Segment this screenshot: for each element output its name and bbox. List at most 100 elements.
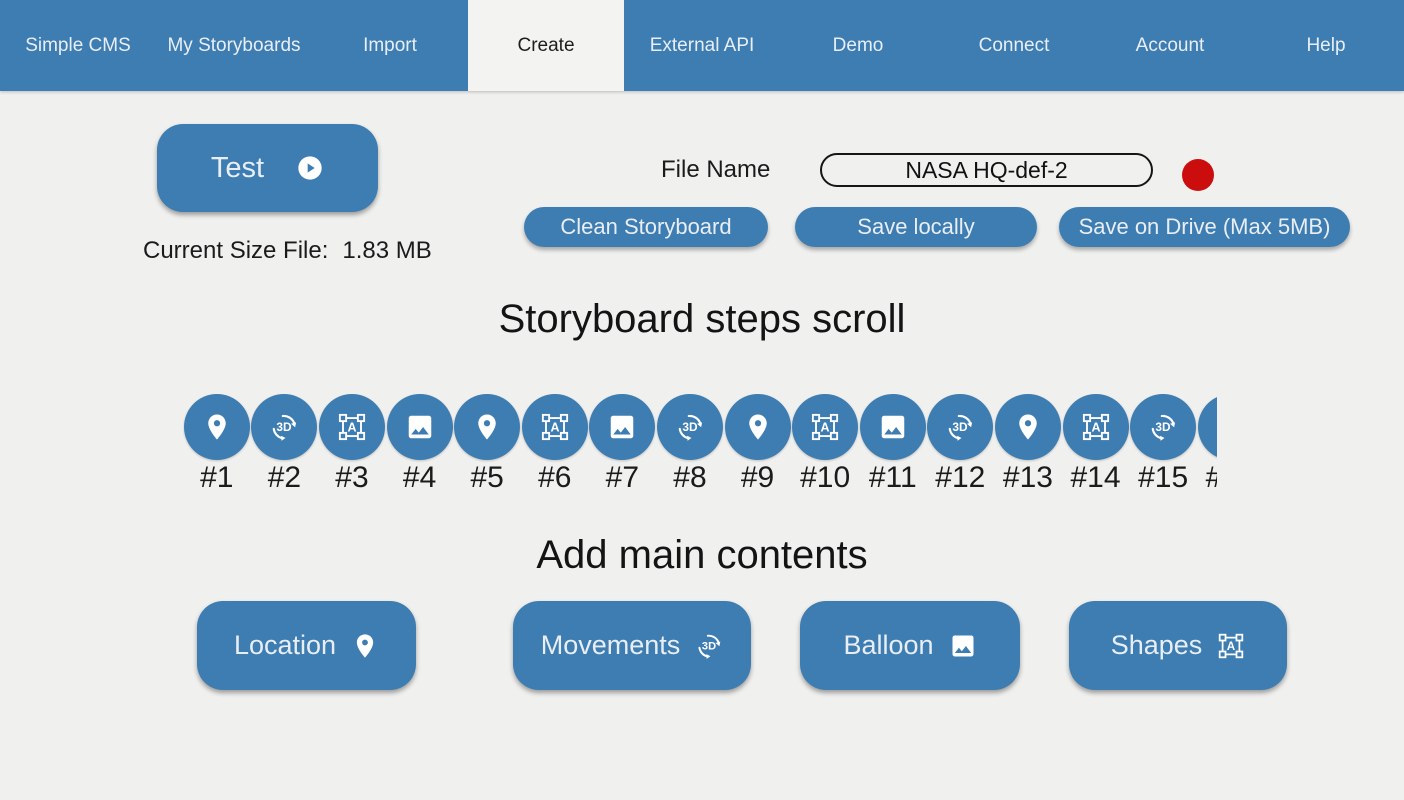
button-label: Shapes xyxy=(1110,630,1203,660)
file-size-label: Current Size File: xyxy=(143,237,329,264)
step-circle[interactable]: 3D xyxy=(656,394,723,460)
storyboard-step: A #14 xyxy=(1062,394,1130,502)
3d-rotation-icon: 3D xyxy=(945,412,975,442)
contents-section-title: Add main contents xyxy=(536,533,868,577)
nav-item-demo[interactable]: Demo xyxy=(832,34,884,56)
step-circle[interactable] xyxy=(1197,394,1217,460)
format-shapes-icon: A xyxy=(337,412,367,442)
storyboard-step: 3D #15 xyxy=(1129,394,1197,502)
step-circle[interactable] xyxy=(183,394,250,460)
save-locally-button[interactable]: Save locally xyxy=(795,207,1037,247)
step-label: #11 xyxy=(868,461,917,494)
nav-item-account[interactable]: Account xyxy=(1135,34,1205,56)
storyboard-step: #1 xyxy=(183,394,251,502)
step-label: #13 xyxy=(1002,461,1053,494)
image-icon xyxy=(878,412,908,442)
step-label: #8 xyxy=(673,461,707,494)
step-label: #7 xyxy=(605,461,640,494)
clean-storyboard-button[interactable]: Clean Storyboard xyxy=(524,207,768,247)
step-circle[interactable]: 3D xyxy=(927,394,994,460)
svg-text:A: A xyxy=(1227,640,1236,653)
3d-rotation-icon: 3D xyxy=(1148,412,1178,442)
nav-item-import[interactable]: Import xyxy=(363,34,417,56)
button-label: Balloon xyxy=(843,630,934,660)
svg-text:A: A xyxy=(1091,421,1100,435)
nav-item-simple-cms[interactable]: Simple CMS xyxy=(25,34,131,56)
location-pin-icon xyxy=(1013,412,1043,442)
button-label: Movements xyxy=(540,630,681,660)
file-size-value: 1.83 MB xyxy=(342,237,432,264)
add-shapes-button[interactable]: Shapes A xyxy=(1069,601,1287,690)
svg-text:3D: 3D xyxy=(953,420,969,434)
svg-text:3D: 3D xyxy=(682,420,698,434)
storyboard-step: A #6 xyxy=(521,394,589,502)
add-balloon-button[interactable]: Balloon xyxy=(800,601,1020,690)
step-circle[interactable] xyxy=(454,394,521,460)
step-label: #2 xyxy=(267,461,302,494)
step-circle[interactable] xyxy=(859,394,926,460)
svg-text:A: A xyxy=(347,421,356,435)
svg-text:A: A xyxy=(550,421,559,435)
step-circle[interactable]: A xyxy=(1062,394,1129,460)
location-pin-icon xyxy=(351,632,379,660)
nav-item-help[interactable]: Help xyxy=(1306,34,1346,56)
steps-section-title: Storyboard steps scroll xyxy=(498,297,906,341)
step-circle[interactable] xyxy=(589,394,656,460)
image-icon xyxy=(405,412,435,442)
storyboard-step: #4 xyxy=(386,394,454,502)
test-button-label: Test xyxy=(210,151,265,184)
add-movements-button[interactable]: Movements 3D xyxy=(513,601,751,690)
step-label: #4 xyxy=(402,461,437,494)
test-button[interactable]: Test xyxy=(157,124,378,212)
play-circle-icon xyxy=(296,154,324,182)
storyboard-steps-scroll[interactable]: #1 3D #2 A #3 #4 xyxy=(183,394,1217,502)
storyboard-step: 3D #8 xyxy=(656,394,724,502)
image-icon xyxy=(607,412,637,442)
3d-rotation-icon: 3D xyxy=(269,412,299,442)
nav-item-my-storyboards[interactable]: My Storyboards xyxy=(167,34,301,56)
location-pin-icon xyxy=(1216,412,1217,442)
storyboard-step: #9 xyxy=(724,394,792,502)
step-label: #1 xyxy=(200,461,234,494)
step-label: #12 xyxy=(935,461,986,494)
file-name-input[interactable] xyxy=(820,153,1153,187)
record-status-dot xyxy=(1182,159,1214,191)
file-name-label: File Name xyxy=(661,156,771,183)
svg-text:3D: 3D xyxy=(1156,420,1172,434)
nav-item-connect[interactable]: Connect xyxy=(978,34,1050,56)
svg-text:A: A xyxy=(821,421,830,435)
save-on-drive-max-5mb-button[interactable]: Save on Drive (Max 5MB) xyxy=(1059,207,1350,247)
step-label: #16 xyxy=(1206,461,1217,495)
3d-rotation-icon: 3D xyxy=(695,632,723,660)
step-circle[interactable] xyxy=(724,394,791,460)
button-label: Location xyxy=(233,630,337,660)
step-circle[interactable] xyxy=(386,394,453,460)
nav-item-external-api[interactable]: External API xyxy=(649,34,755,56)
step-label: #15 xyxy=(1138,461,1189,494)
add-location-button[interactable]: Location xyxy=(197,601,416,690)
location-pin-icon xyxy=(202,412,232,442)
step-label: #10 xyxy=(800,461,851,494)
3d-rotation-icon: 3D xyxy=(675,412,705,442)
storyboard-step: #16 xyxy=(1197,394,1217,502)
step-circle[interactable]: 3D xyxy=(251,394,318,460)
location-pin-icon xyxy=(743,412,773,442)
storyboard-step: A #10 xyxy=(791,394,859,502)
step-circle[interactable]: 3D xyxy=(1130,394,1197,460)
format-shapes-icon: A xyxy=(540,412,570,442)
step-circle[interactable]: A xyxy=(792,394,859,460)
top-nav: Simple CMS My Storyboards Import Create … xyxy=(0,0,1404,91)
format-shapes-icon: A xyxy=(810,412,840,442)
image-icon xyxy=(949,632,977,660)
step-circle[interactable]: A xyxy=(318,394,385,460)
current-file-size: Current Size File: 1.83 MB xyxy=(143,237,432,265)
storyboard-step: 3D #12 xyxy=(927,394,995,502)
nav-item-create[interactable]: Create xyxy=(468,0,624,91)
step-label: #6 xyxy=(538,461,572,494)
format-shapes-icon: A xyxy=(1081,412,1111,442)
step-circle[interactable]: A xyxy=(521,394,588,460)
storyboard-step: #7 xyxy=(589,394,657,502)
step-circle[interactable] xyxy=(994,394,1061,460)
storyboard-step: A #3 xyxy=(318,394,386,502)
step-label: #5 xyxy=(470,461,504,494)
